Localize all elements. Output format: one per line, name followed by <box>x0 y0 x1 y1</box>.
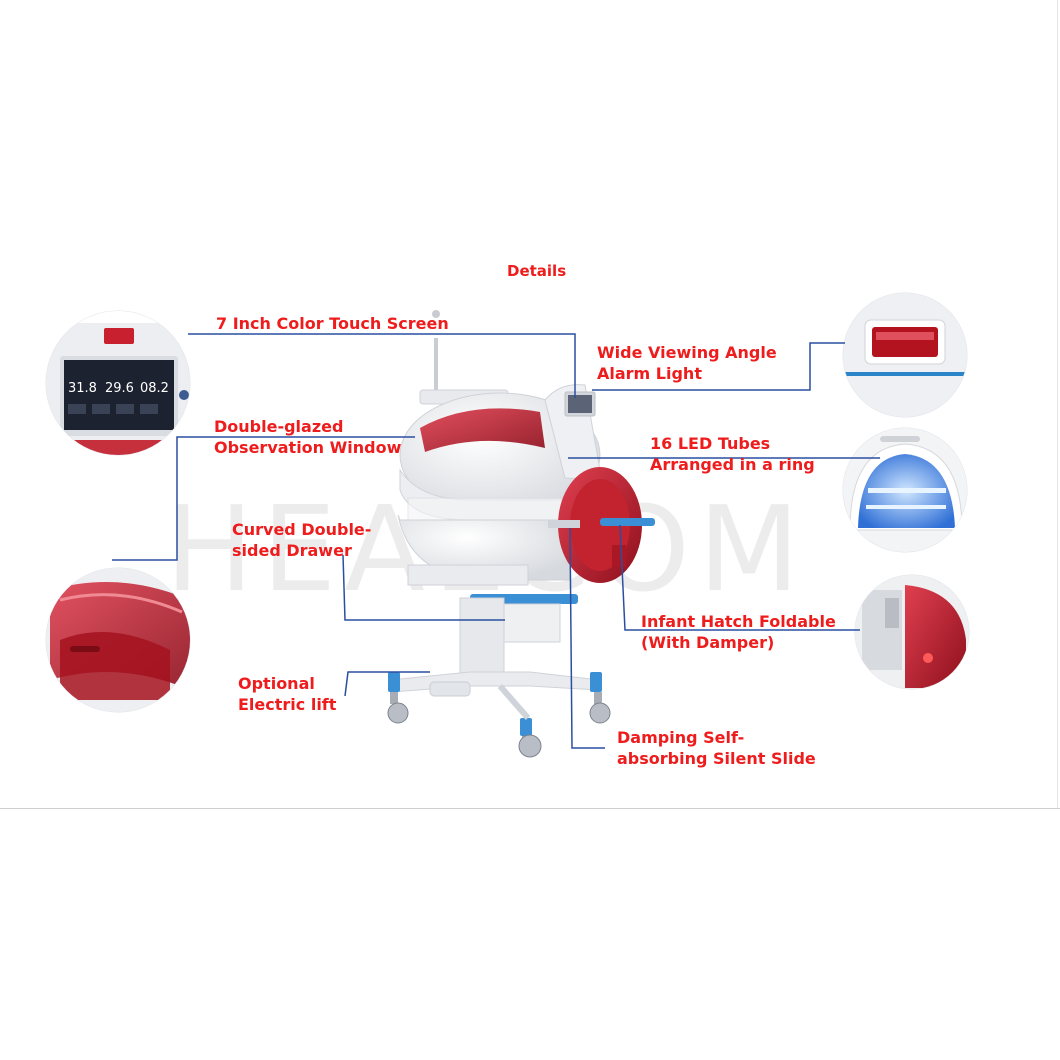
right-divider <box>1057 0 1058 808</box>
screen-value-1: 31.8 <box>68 381 97 396</box>
callout-alarm-light: Wide Viewing Angle Alarm Light <box>597 343 777 383</box>
screen-value-3: 08.2 <box>140 381 169 396</box>
inset-led-tubes <box>842 427 968 553</box>
screen-value-2: 29.6 <box>105 381 134 396</box>
incubator-illustration <box>387 310 655 758</box>
leader-silent-slide <box>569 527 605 749</box>
callout-infant-hatch: Infant Hatch Foldable (With Damper) <box>641 612 836 652</box>
leader-electric-lift <box>344 671 430 697</box>
inset-infant-hatch <box>854 574 970 690</box>
leader-touch-screen <box>188 333 576 398</box>
leader-lines <box>112 333 880 749</box>
callout-drawer: Curved Double- sided Drawer <box>232 520 372 560</box>
heading-details: Details <box>507 262 567 280</box>
callout-touch-screen: 7 Inch Color Touch Screen <box>216 314 449 333</box>
inset-alarm-light <box>842 292 968 418</box>
inset-touch-screen: 31.8 29.6 08.2 <box>45 310 191 456</box>
bottom-divider <box>0 808 1060 809</box>
leader-alarm-light <box>592 342 845 391</box>
leader-observation-window <box>112 436 415 561</box>
inset-observation-window <box>45 567 191 713</box>
callout-silent-slide: Damping Self- absorbing Silent Slide <box>617 728 816 768</box>
leader-drawer <box>342 554 505 621</box>
leader-infant-hatch <box>619 524 860 631</box>
callout-observation-window: Double-glazed Observation Window <box>214 417 402 457</box>
callout-led-tubes: 16 LED Tubes Arranged in a ring <box>650 434 815 474</box>
callout-electric-lift: Optional Electric lift <box>238 674 337 714</box>
